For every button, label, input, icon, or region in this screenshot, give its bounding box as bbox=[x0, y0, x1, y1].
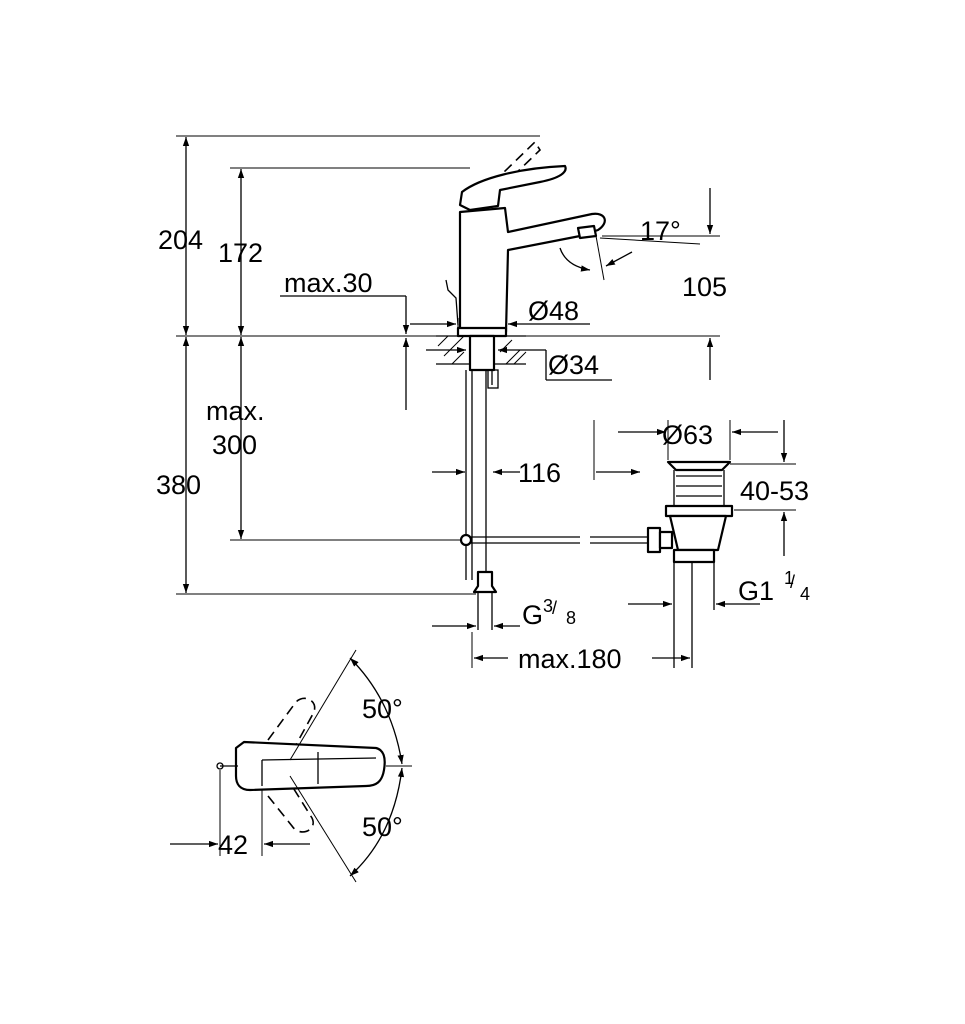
label-172: 172 bbox=[218, 238, 263, 268]
label-max-180: max.180 bbox=[518, 644, 622, 674]
label-105: 105 bbox=[682, 272, 727, 302]
label-380: 380 bbox=[156, 470, 201, 500]
label-50-deg-top: 50° bbox=[362, 694, 403, 724]
label-d34: Ø34 bbox=[548, 350, 599, 380]
svg-text:G: G bbox=[522, 600, 543, 630]
faucet-body bbox=[445, 140, 606, 338]
label-204: 204 bbox=[158, 225, 203, 255]
svg-text:/: / bbox=[790, 572, 795, 592]
label-g-3-8: G 3 8 / 8 bbox=[522, 596, 576, 630]
svg-text:3: 3 bbox=[543, 596, 553, 616]
label-d63: Ø63 bbox=[662, 420, 713, 450]
waste-assembly bbox=[646, 460, 734, 668]
dimension-labels: 204 172 max.30 Ø48 17° 105 Ø34 max. 300 … bbox=[156, 216, 810, 860]
svg-text:1: 1 bbox=[784, 568, 794, 588]
label-max-30: max.30 bbox=[284, 268, 373, 298]
label-g1-1-4: G1 1 / 4 bbox=[738, 568, 810, 606]
label-50-deg-bottom: 50° bbox=[362, 812, 403, 842]
drain-rod bbox=[459, 533, 650, 547]
faucet-top-view bbox=[170, 649, 412, 883]
svg-text:8: 8 bbox=[566, 608, 576, 628]
svg-text:/: / bbox=[552, 598, 557, 618]
svg-text:4: 4 bbox=[800, 584, 810, 604]
dimension-lines bbox=[176, 135, 796, 668]
label-42: 42 bbox=[218, 830, 248, 860]
label-max-300-line2: 300 bbox=[212, 430, 257, 460]
label-40-53: 40-53 bbox=[740, 476, 809, 506]
label-d48: Ø48 bbox=[528, 296, 579, 326]
label-116: 116 bbox=[518, 458, 561, 488]
label-17-deg: 17° bbox=[640, 216, 681, 246]
label-max-300-line1: max. bbox=[206, 396, 265, 426]
svg-text:G1: G1 bbox=[738, 576, 774, 606]
shank-and-hoses bbox=[465, 334, 499, 630]
